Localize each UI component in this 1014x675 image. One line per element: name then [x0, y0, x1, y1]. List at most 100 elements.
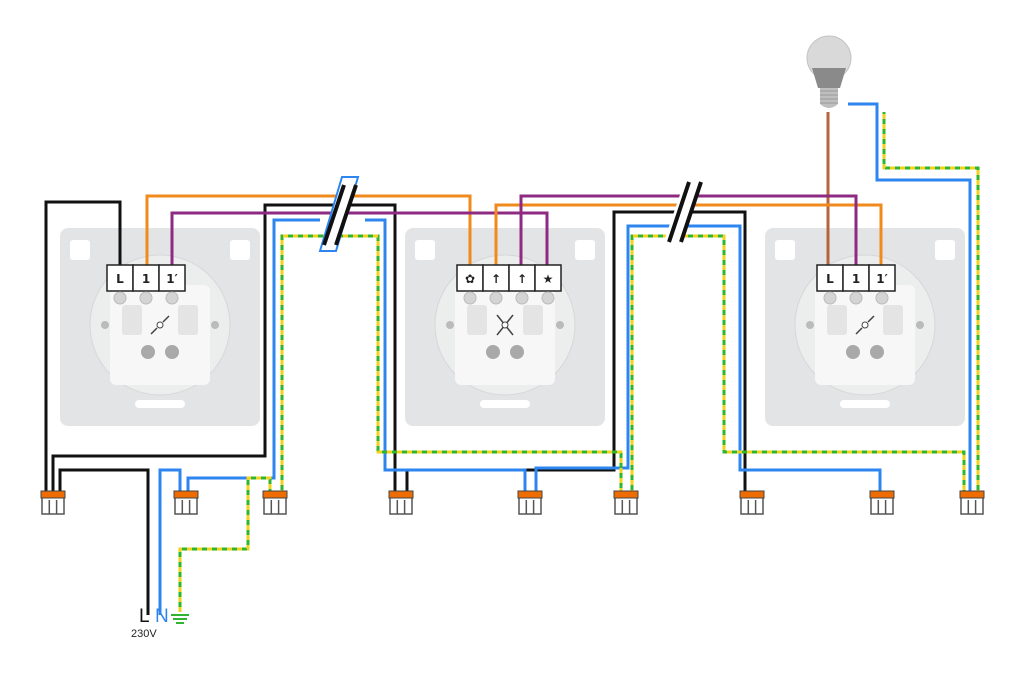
switch-hole: [870, 345, 884, 359]
earth-icon: [171, 614, 189, 624]
two-way-icon: [156, 321, 164, 329]
frame-cutout: [415, 240, 435, 260]
switch-window: [467, 305, 487, 335]
neutral-wire: [365, 218, 527, 495]
terminal-label: 1: [852, 272, 860, 286]
neutral-label: N: [155, 606, 169, 627]
switch-hole: [165, 345, 179, 359]
switch-plate: [60, 228, 260, 426]
frame-slot: [480, 400, 530, 408]
wire-connector: [388, 490, 414, 515]
screw: [446, 321, 454, 329]
two-way-icon: [861, 321, 869, 329]
light-bulb-icon: [806, 35, 852, 108]
terminal-label: 1: [142, 272, 150, 286]
screw: [806, 321, 814, 329]
switch-window: [523, 305, 543, 335]
terminal: [482, 264, 510, 292]
frame-cutout: [70, 240, 90, 260]
neutral-wire: [848, 102, 972, 495]
terminal-screw: [515, 291, 529, 305]
terminal: [106, 264, 134, 292]
earth-wire: [630, 234, 966, 495]
switch-window: [122, 305, 142, 335]
screw: [556, 321, 564, 329]
terminal-label: 1′: [876, 272, 888, 286]
traveler-wire: [145, 194, 472, 275]
two-way-icon: [855, 315, 875, 335]
frame-slot: [135, 400, 185, 408]
wire-connector: [959, 490, 985, 515]
earth-wire: [280, 234, 623, 495]
connector-lever: [173, 490, 199, 499]
switch-hole: [486, 345, 500, 359]
terminal-screw: [849, 291, 863, 305]
neutral-wire: [158, 468, 182, 615]
frame-cutout: [935, 240, 955, 260]
terminal-label: ↑: [491, 272, 501, 286]
switch-plate: [765, 228, 965, 426]
connector-lever: [869, 490, 895, 499]
connector-lever: [613, 490, 639, 499]
terminal-screw: [139, 291, 153, 305]
switch-hole: [510, 345, 524, 359]
terminal-screw: [463, 291, 477, 305]
diagram-extras: [171, 35, 852, 624]
connector-lever: [959, 490, 985, 499]
traveler-wire: [170, 211, 549, 275]
cable-break: [318, 176, 360, 252]
terminal-label: ↑: [517, 272, 527, 286]
live-label: L: [139, 606, 150, 627]
voltage-label: 230V: [131, 628, 157, 640]
switch-window: [883, 305, 903, 335]
screw: [211, 321, 219, 329]
terminal: [868, 264, 896, 292]
break-slash: [679, 181, 703, 243]
bulb-heatsink: [812, 68, 846, 88]
terminal-screw: [875, 291, 889, 305]
terminal: [842, 264, 870, 292]
terminal-screw: [541, 291, 555, 305]
cable-break: [663, 180, 703, 244]
terminal-screw: [489, 291, 503, 305]
terminal-label: L: [826, 272, 834, 286]
frame-cutout: [230, 240, 250, 260]
wire-connector: [40, 490, 66, 515]
switch-plate: [405, 228, 605, 426]
wire-connector: [517, 490, 543, 515]
switch-window: [827, 305, 847, 335]
terminal: [158, 264, 186, 292]
connector-lever: [40, 490, 66, 499]
earth-wire: [882, 112, 980, 495]
terminal-screw: [113, 291, 127, 305]
terminal: [816, 264, 844, 292]
connector-lever: [388, 490, 414, 499]
terminal-label: ★: [543, 272, 554, 286]
screw: [916, 321, 924, 329]
wire-connectors: [40, 490, 985, 515]
switch-window: [178, 305, 198, 335]
break-slash: [667, 181, 691, 243]
wire-connector: [613, 490, 639, 515]
live-wire: [58, 468, 150, 615]
terminal-screw: [165, 291, 179, 305]
switched-wire: [51, 203, 397, 495]
wire-connector: [739, 490, 765, 515]
frame-cutout: [775, 240, 795, 260]
terminal-label: L: [116, 272, 124, 286]
connector-lever: [739, 490, 765, 499]
connector-lever: [517, 490, 543, 499]
wire-connector: [262, 490, 288, 515]
switched-wire: [405, 210, 747, 495]
terminal: [456, 264, 484, 292]
cross-switch-icon: [501, 321, 509, 329]
screw: [101, 321, 109, 329]
frame-slot: [840, 400, 890, 408]
terminal-label: ✿: [465, 272, 475, 286]
break-slash: [334, 184, 358, 246]
two-way-icon: [150, 315, 170, 335]
wire-connector: [173, 490, 199, 515]
